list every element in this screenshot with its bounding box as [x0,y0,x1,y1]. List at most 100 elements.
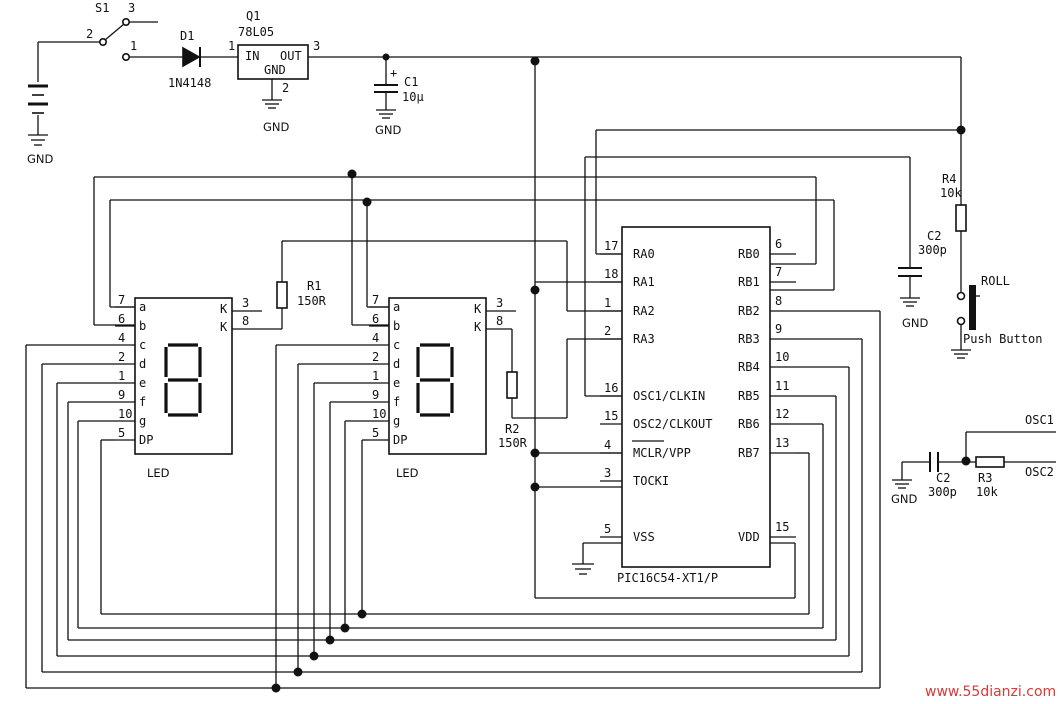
mcu-right-pin-number: 13 [775,436,789,450]
mcu-left-pin-number: 2 [604,324,611,338]
mcu-right-pin-name: RB5 [738,389,760,403]
led-pin-number: 10 [372,407,386,421]
led-pin-number: 7 [372,293,379,307]
mcu-right-pin-number: 12 [775,407,789,421]
gnd-label: GND [27,152,54,166]
led-cathode-name: K [474,320,482,334]
switch-pin-2: 2 [86,27,93,41]
mcu-right-pin-name: VDD [738,530,760,544]
mcu-right-pin-name: RB2 [738,304,760,318]
c2b-ref: C2 [936,471,950,485]
regulator-pin-1: 1 [228,39,235,53]
battery: GND [27,42,54,166]
mcu-left-pin-number: 18 [604,267,618,281]
mcu-left-pin-name: RA1 [633,275,655,289]
mcu-left-pin-name: OSC2/CLKOUT [633,417,712,431]
regulator-pin-3: 3 [313,39,320,53]
led-segment-name: c [393,338,400,352]
led-segment-name: DP [139,433,153,447]
led-cathode-name: K [220,302,228,316]
led-pin-number: 5 [118,426,125,440]
switch-pin-3: 3 [128,1,135,15]
led1-label: LED [147,466,170,480]
led-cathode-pin: 8 [242,314,249,328]
mcu-left-pin-name: RA3 [633,332,655,346]
c2-gnd-label: GND [902,316,929,330]
osc2-label: OSC2 [1025,465,1054,479]
resistor-r2: R2 150R [486,328,528,450]
led-pin-number: 1 [118,369,125,383]
r1-value: 150R [297,294,327,308]
led-segment-name: d [139,357,146,371]
mcu-left-pin-number: 1 [604,296,611,310]
led-segment-name: e [139,376,146,390]
button-label: ROLL [981,274,1010,288]
led-pin-number: 4 [372,331,379,345]
mcu-right-pin-number: 9 [775,322,782,336]
led-segment-name: b [139,319,146,333]
power-switch[interactable]: S1 2 3 1 [38,1,183,61]
led-display-2: LED [388,297,487,480]
led-segment-name: g [393,414,400,428]
c2-ref: C2 [927,229,941,243]
mcu-left-pin-name: TOCKI [633,474,669,488]
led-segment-name: a [139,300,146,314]
led-cathode-pin: 3 [242,296,249,310]
led-segment-name: c [139,338,146,352]
c1-ref: C1 [404,75,418,89]
mcu-right-pin-name: RB6 [738,417,760,431]
diode-d1: D1 1N4148 [168,29,238,90]
mcu-right-pin-number: 6 [775,237,782,251]
led-segment-name: f [393,395,400,409]
led-segment-name: d [393,357,400,371]
led-cathode-name: K [474,302,482,316]
capacitor-c2-rtcc: C2 300p GND [585,156,947,330]
led-pin-number: 6 [118,312,125,326]
r2-ref: R2 [505,422,519,436]
led-pin-number: 5 [372,426,379,440]
regulator-pin-2: 2 [282,81,289,95]
mcu-right-pin-number: 7 [775,265,782,279]
roll-push-button[interactable]: ROLL Push Button [956,274,1043,346]
led-pin-number: 7 [118,293,125,307]
c2-value: 300p [918,243,947,257]
button-name: Push Button [963,332,1042,346]
led-pin-number: 6 [372,312,379,326]
capacitor-c1: + C1 10μ GND [374,57,424,137]
mcu-left-pin-name: VSS [633,530,655,544]
led-segment-name: a [393,300,400,314]
led-segment-name: f [139,395,146,409]
mcu-pic16c54: PIC16C54-XT1/P [617,226,771,585]
led-cathode-pin: 3 [496,296,503,310]
led-pin-number: 1 [372,369,379,383]
osc-gnd-label: GND [891,492,918,506]
led-segment-name: e [393,376,400,390]
mcu-right-pin-number: 10 [775,350,789,364]
led-pin-number: 9 [372,388,379,402]
r3-ref: R3 [978,471,992,485]
mcu-left-pin-name: MCLR/VPP [633,446,691,460]
mcu-left-pin-number: 15 [604,409,618,423]
led-display-1: LED [134,297,233,480]
resistor-r4: R4 10k [940,172,967,232]
osc1-label: OSC1 [1025,413,1054,427]
switch-ref: S1 [95,1,109,15]
mcu-left-pin-number: 5 [604,522,611,536]
switch-pin-1: 1 [130,39,137,53]
mcu-left-pin-name: RA0 [633,247,655,261]
mcu-left-pin-name: OSC1/CLKIN [633,389,705,403]
diode-ref: D1 [180,29,194,43]
regulator-q1: Q1 78L05 IN OUT GND 1 2 3 GND [228,9,320,134]
diode-part: 1N4148 [168,76,211,90]
mcu-right-pin-name: RB3 [738,332,760,346]
r2-value: 150R [498,436,528,450]
led-cathode-name: K [220,320,228,334]
mcu-left-pin-number: 4 [604,438,611,452]
regulator-gnd: GND [264,63,286,77]
regulator-in: IN [245,49,259,63]
regulator-out: OUT [280,49,302,63]
led-pin-number: 10 [118,407,132,421]
mcu-left-pin-number: 17 [604,239,618,253]
